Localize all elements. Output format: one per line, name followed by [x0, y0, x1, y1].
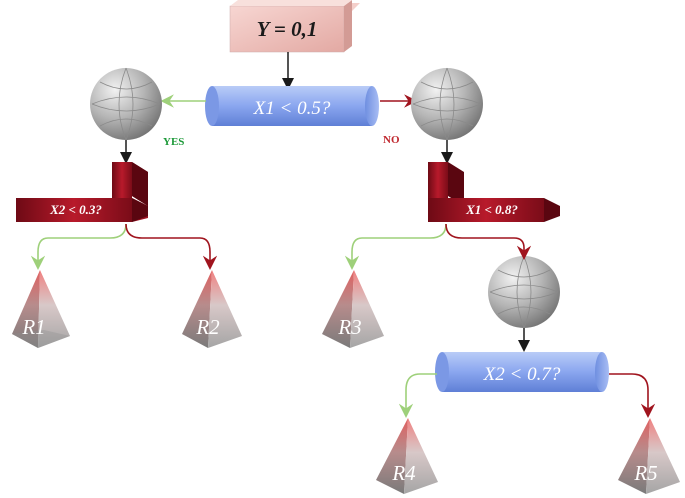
- decision-x1b-label: X1 < 0.8?: [465, 202, 518, 217]
- decision-x1b-box: X1 < 0.8?: [428, 162, 560, 222]
- decision-x2a-box: X2 < 0.3?: [16, 162, 148, 222]
- decision-x2b-label: X2 < 0.7?: [483, 364, 561, 385]
- sphere-node-2: [411, 67, 483, 141]
- decision-x2b-cylinder: X2 < 0.7?: [435, 352, 609, 392]
- root-box: Y = 0,1: [229, 0, 360, 53]
- yes-label: YES: [163, 136, 184, 148]
- decision-x1-label: X1 < 0.5?: [253, 98, 331, 119]
- leaf-r1-label: R1: [21, 315, 45, 339]
- sphere-node-3: [488, 255, 560, 329]
- branch-x1b: [344, 223, 532, 270]
- leaf-r5: R5: [618, 418, 680, 494]
- leaf-r1: R1: [12, 270, 70, 348]
- leaf-r3: R3: [322, 270, 384, 348]
- root-label: Y = 0,1: [257, 17, 318, 41]
- no-label: NO: [383, 134, 400, 146]
- leaf-r5-label: R5: [633, 461, 657, 485]
- branch-x2a: [30, 223, 218, 270]
- leaf-r2: R2: [182, 270, 242, 348]
- branch-x2b: [398, 373, 656, 418]
- leaf-r4-label: R4: [391, 461, 416, 485]
- leaf-r3-label: R3: [337, 315, 361, 339]
- leaf-r4: R4: [376, 418, 438, 494]
- leaf-r2-label: R2: [195, 315, 220, 339]
- sphere-node-1: [90, 67, 162, 141]
- decision-x1-cylinder: X1 < 0.5?: [205, 86, 379, 126]
- decision-x2a-label: X2 < 0.3?: [49, 202, 102, 217]
